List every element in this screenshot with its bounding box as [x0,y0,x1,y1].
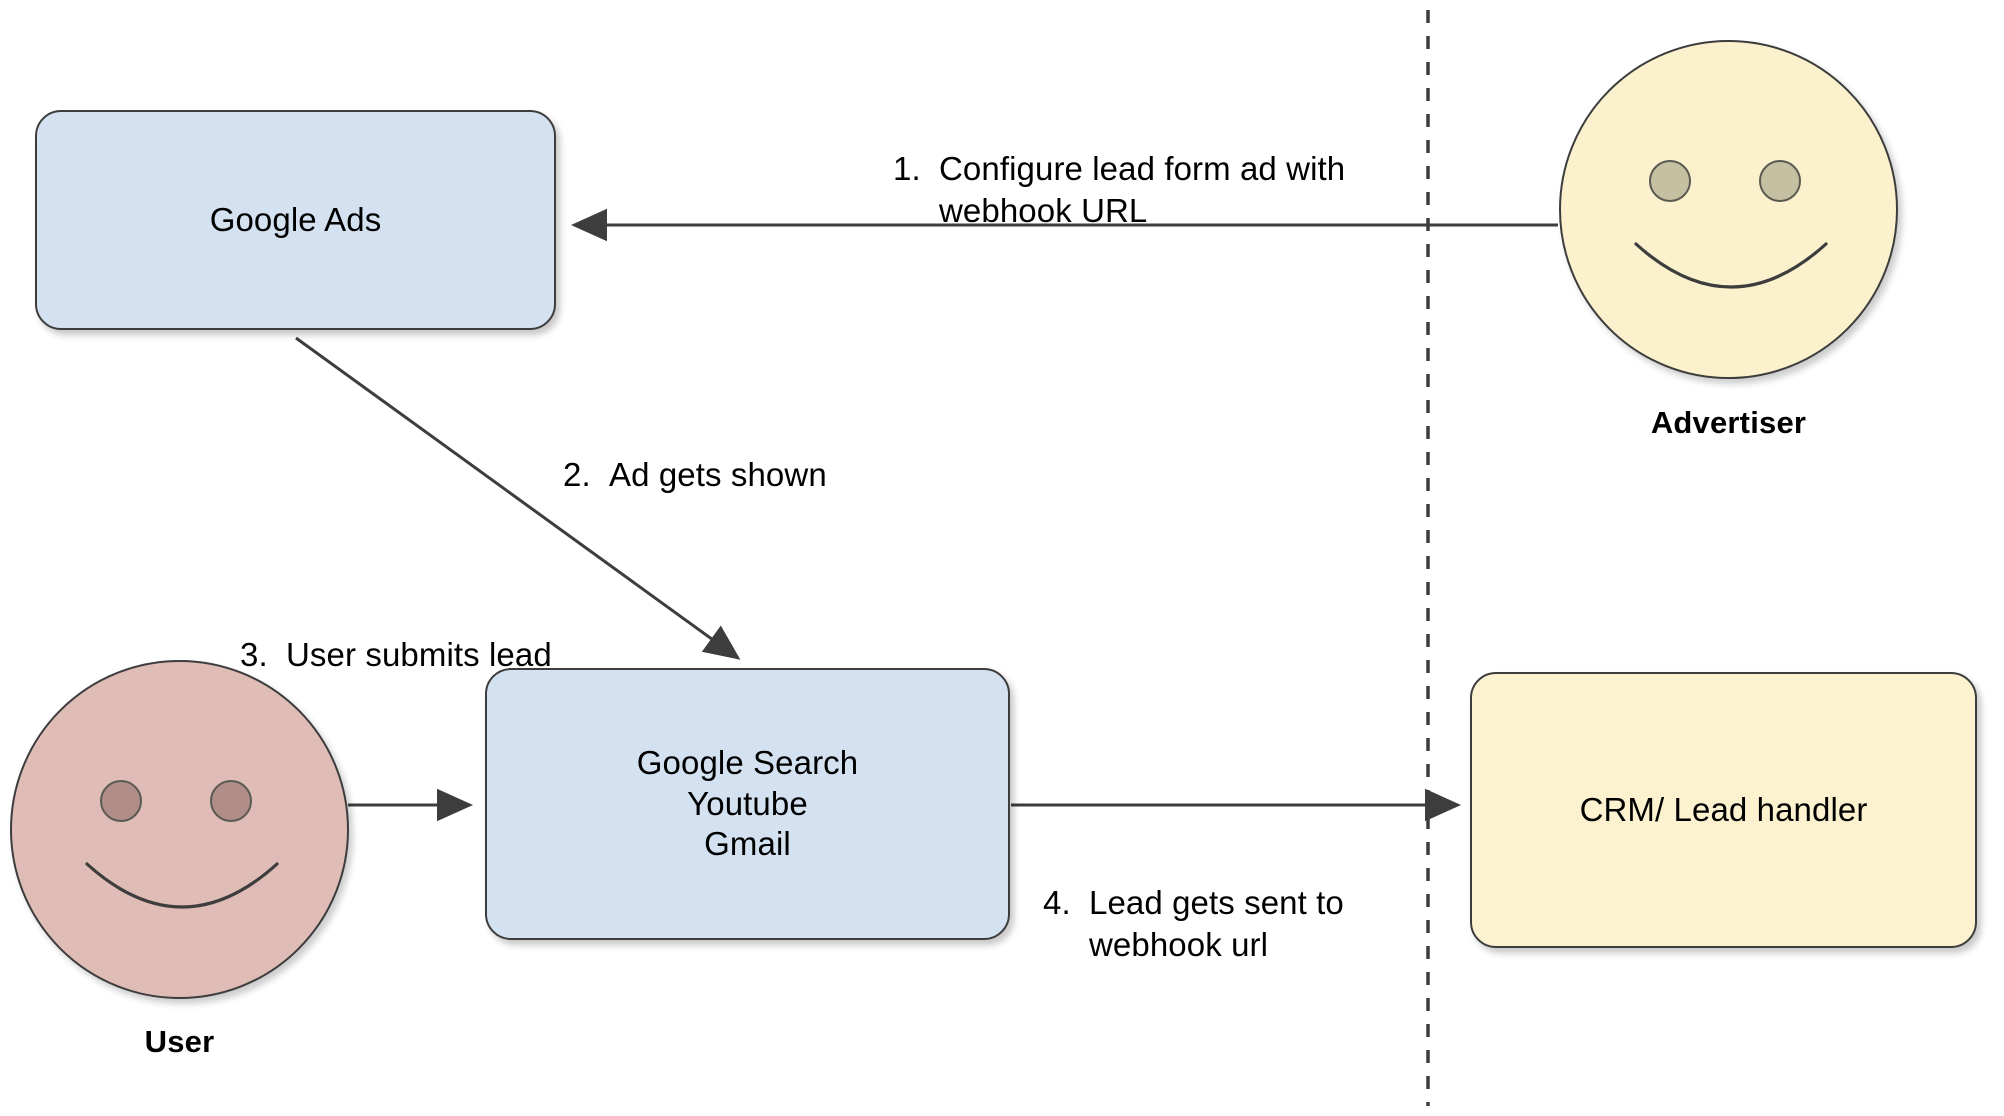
edge-label-step-2: 2. Ad gets shown [563,412,827,496]
edge-label-step-2-number: 2. [563,456,591,494]
edge-label-step-1: 1. Configure lead form ad with webhook UR… [893,106,1345,233]
node-google-ads-label: Google Ads [209,200,382,238]
user-smile-icon [85,862,279,909]
edge-label-step-4-text: Lead gets sent to webhook url [1089,884,1344,964]
advertiser-right-eye-icon [1759,160,1801,202]
node-crm-lead-handler[interactable]: CRM/ Lead handler [1470,672,1977,948]
node-google-surfaces[interactable]: Google Search Youtube Gmail [485,668,1010,940]
advertiser-face-icon[interactable] [1559,40,1898,379]
advertiser-caption: Advertiser [1650,405,1807,440]
user-caption: User [144,1024,215,1059]
advertiser-left-eye-icon [1649,160,1691,202]
edge-label-step-3: 3. User submits lead [240,592,552,676]
edge-label-step-3-number: 3. [240,636,268,674]
edge-label-step-3-text: User submits lead [286,636,552,674]
node-google-surfaces-label: Google Search Youtube Gmail [636,743,859,863]
advertiser-smile-icon [1634,242,1828,289]
edge-label-step-4-number: 4. [1043,884,1071,922]
user-right-eye-icon [210,780,252,822]
user-face-icon[interactable] [10,660,349,999]
edge-label-step-4: 4. Lead gets sent to webhook url [1043,840,1344,967]
edge-label-step-1-text: Configure lead form ad with webhook URL [939,150,1346,230]
edge-label-step-2-text: Ad gets shown [609,456,827,494]
user-left-eye-icon [100,780,142,822]
edge-label-step-1-number: 1. [893,150,921,188]
node-google-ads[interactable]: Google Ads [35,110,556,330]
node-crm-lead-handler-label: CRM/ Lead handler [1579,790,1868,828]
